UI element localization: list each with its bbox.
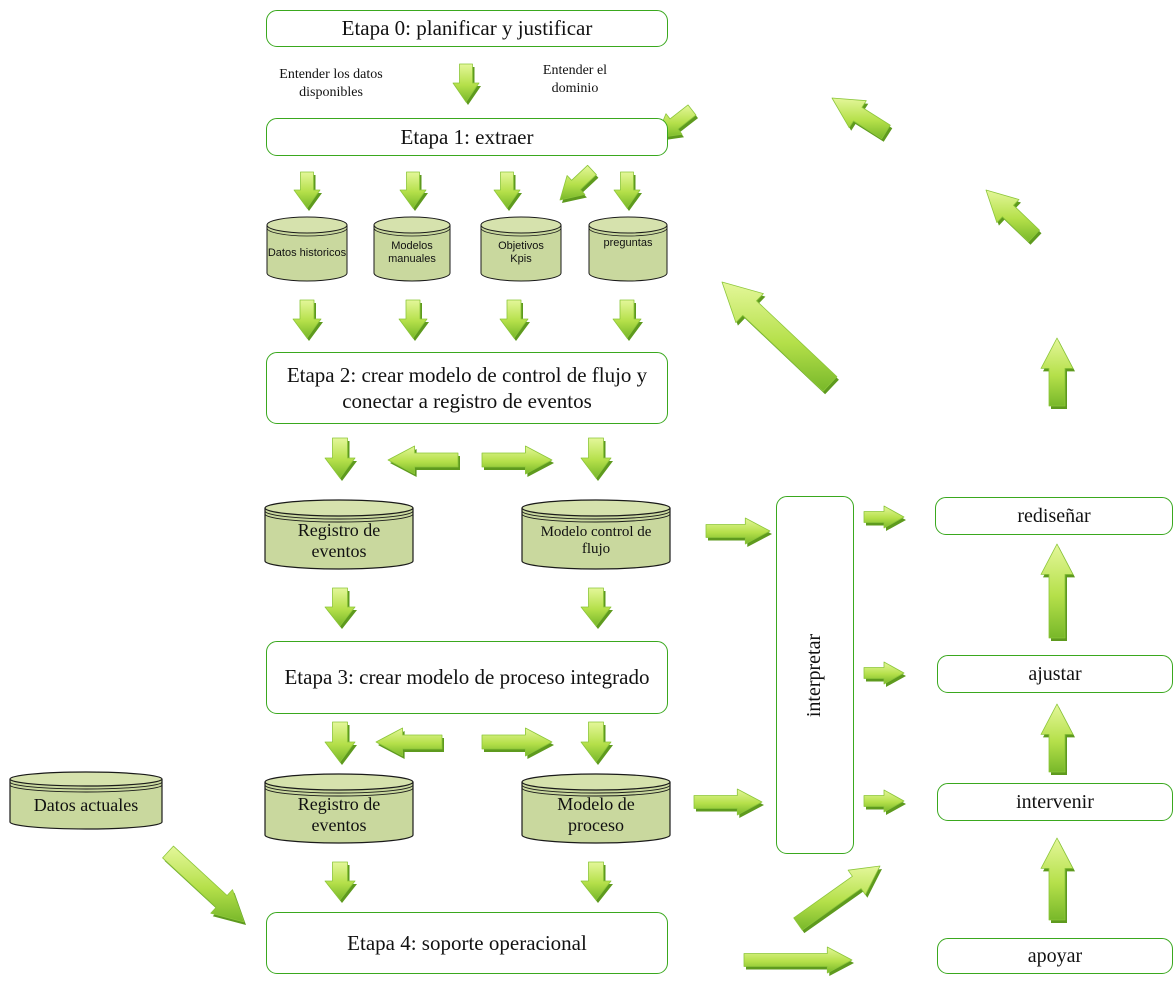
arrow-questions-s2 <box>612 299 642 339</box>
redesign-label: rediseñar <box>1017 504 1091 527</box>
arrow-up-diag-3 <box>831 97 891 140</box>
support-label: apoyar <box>1027 944 1083 967</box>
arrow-into-s1-diag <box>559 164 597 201</box>
arrow-interpret-adjust <box>863 661 905 685</box>
cylinder-flow-model: Modelo control de flujo <box>521 498 671 570</box>
cylinder-questions-label: preguntas <box>603 236 653 249</box>
cylinder-event-log-2-label: Registro de eventos <box>297 794 381 835</box>
cylinder-process-model: Modelo de proceso <box>521 772 671 844</box>
stage-2-label: Etapa 2: crear modelo de control de fluj… <box>286 362 648 413</box>
arrow-intervene-adjust <box>1040 703 1074 773</box>
arrow-s3-processmodel <box>580 721 612 763</box>
cylinder-current-data: Datos actuales <box>9 770 163 830</box>
cylinder-objectives-label: Objetivos Kpis <box>498 240 544 265</box>
stage-4-box: Etapa 4: soporte operacional <box>266 912 668 974</box>
arrow-adjust-redesign <box>1040 543 1074 639</box>
arrow-eventlog-s3 <box>324 587 356 627</box>
arrow-s1-historic <box>293 171 321 209</box>
arrow-support-intervene <box>1040 837 1074 921</box>
arrow-s2-eventlog <box>324 437 356 479</box>
support-box: apoyar <box>937 938 1173 974</box>
cylinder-objectives: Objetivos Kpis <box>480 216 562 282</box>
redesign-box: rediseñar <box>935 497 1173 535</box>
arrow-up-1 <box>1040 337 1074 407</box>
cylinder-questions: preguntas <box>588 216 668 282</box>
note-available-data: Entender los datos disponibles <box>279 67 383 100</box>
note-domain: Entender el dominio <box>542 63 608 96</box>
cylinder-manual-models: Modelos manuales <box>373 216 451 282</box>
cylinder-current-data-label: Datos actuales <box>33 794 139 815</box>
arrow-flowmodel-s3 <box>580 587 612 627</box>
adjust-box: ajustar <box>937 655 1173 693</box>
arrow-right-s3 <box>481 727 553 757</box>
arrow-objectives-s2 <box>499 299 529 339</box>
arrow-s3-eventlog <box>324 721 356 763</box>
arrow-left-s2 <box>387 445 459 475</box>
stage-3-box: Etapa 3: crear modelo de proceso integra… <box>266 641 668 714</box>
stage-0-box: Etapa 0: planificar y justificar <box>266 10 668 47</box>
stage-3-label: Etapa 3: crear modelo de proceso integra… <box>284 665 650 690</box>
arrow-historic-s2 <box>292 299 322 339</box>
cylinder-event-log-1-label: Registro de eventos <box>297 520 381 561</box>
arrow-left-s3 <box>375 727 443 757</box>
stage-2-box: Etapa 2: crear modelo de control de fluj… <box>266 352 668 424</box>
interpret-box: interpretar <box>776 496 854 854</box>
arrow-interpret-intervene <box>863 789 905 813</box>
arrow-right-s2 <box>481 445 553 475</box>
intervene-box: intervenir <box>937 783 1173 821</box>
arrow-s1-questions <box>613 171 641 209</box>
cylinder-historic-data-label: Datos historicos <box>267 246 347 259</box>
arrow-s2-flowmodel <box>580 437 612 479</box>
cylinder-event-log-2: Registro de eventos <box>264 772 414 844</box>
interpret-label: interpretar <box>803 633 826 717</box>
arrow-s4-right <box>743 946 853 974</box>
cylinder-manual-models-label: Modelos manuales <box>388 240 436 265</box>
arrow-processmodel-s4 <box>580 861 612 901</box>
arrow-interpret-redesign <box>863 505 905 529</box>
arrow-eventlog2-s4 <box>324 861 356 901</box>
cylinder-process-model-label: Modelo de proceso <box>557 794 635 835</box>
adjust-label: ajustar <box>1028 662 1082 685</box>
arrow-s4-upright <box>793 865 881 931</box>
arrow-s1-manual <box>399 171 427 209</box>
arrow-s1-objectives <box>493 171 521 209</box>
arrow-flowmodel-interpret <box>705 517 771 545</box>
arrow-up-diag-2 <box>985 189 1040 243</box>
arrow-currentdata-s4 <box>162 845 245 923</box>
arrow-processmodel-interpret <box>693 788 763 816</box>
arrow-up-diag-big <box>721 281 838 392</box>
cylinder-event-log-1: Registro de eventos <box>264 498 414 570</box>
intervene-label: intervenir <box>1016 790 1094 813</box>
stage-1-box: Etapa 1: extraer <box>266 118 668 156</box>
stage-4-label: Etapa 4: soporte operacional <box>347 930 587 955</box>
cylinder-historic-data: Datos historicos <box>266 216 348 282</box>
cylinder-flow-model-label: Modelo control de flujo <box>540 523 652 557</box>
stage-1-label: Etapa 1: extraer <box>400 124 534 149</box>
arrow-manual-s2 <box>398 299 428 339</box>
stage-0-label: Etapa 0: planificar y justificar <box>341 16 593 41</box>
arrow-s0-s1 <box>452 63 480 103</box>
